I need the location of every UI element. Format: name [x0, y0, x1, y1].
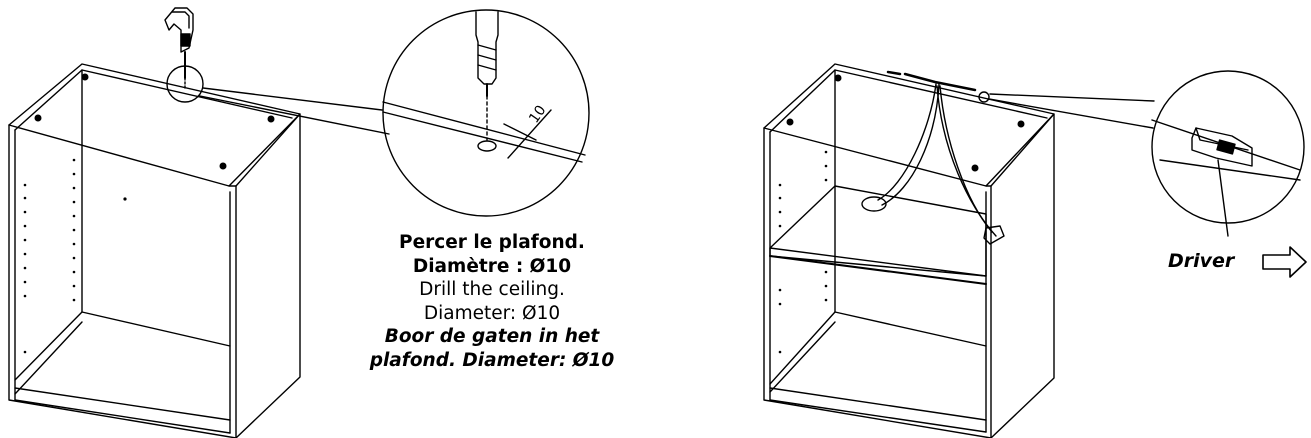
- driver-label: Driver: [1168, 250, 1235, 272]
- right-cabinet: [763, 63, 1055, 438]
- driver-detail-callout: [988, 70, 1305, 237]
- caption-fr-line-1: Percer le plafond.: [399, 232, 585, 253]
- dimension-label: 10: [526, 103, 549, 127]
- arrow-right-icon: [1262, 246, 1307, 278]
- caption-fr-line-2: Diamètre : Ø10: [412, 255, 572, 277]
- caption-en-line-2: Diameter: Ø10: [423, 302, 561, 324]
- drill-icon: [164, 7, 194, 91]
- caption-nl-line-1: Boor de gaten in het: [384, 326, 600, 347]
- left-cabinet: [8, 63, 301, 438]
- caption-nl-line-2: plafond. Diameter: Ø10: [369, 349, 615, 371]
- drill-instruction-caption: Percer le plafond. Diamètre : Ø10 Drill …: [322, 231, 662, 372]
- caption-en-line-1: Drill the ceiling.: [419, 279, 565, 300]
